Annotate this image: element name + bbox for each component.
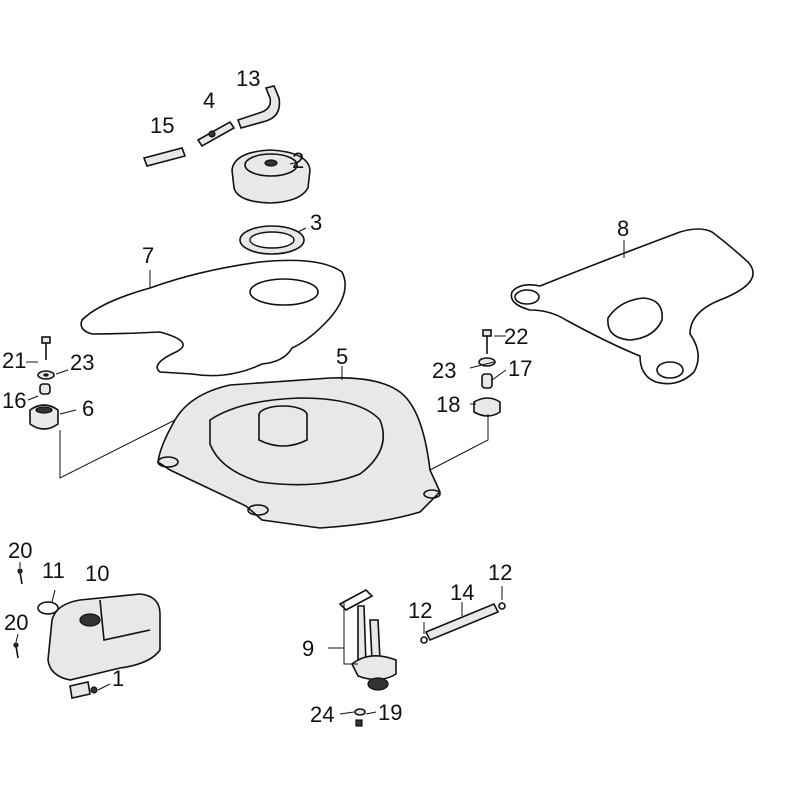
part-3-gasket-ring bbox=[239, 225, 307, 255]
callout-22: 22 bbox=[504, 324, 528, 349]
callout-12-left: 12 bbox=[408, 598, 432, 623]
callout-6: 6 bbox=[82, 396, 94, 421]
callout-16: 16 bbox=[2, 388, 26, 413]
callout-3: 3 bbox=[310, 210, 322, 235]
part-11-clamp bbox=[37, 589, 59, 615]
left-mounting-hardware bbox=[26, 336, 176, 479]
part-9-fuel-valve bbox=[328, 589, 397, 691]
callout-21: 21 bbox=[2, 348, 26, 373]
callout-20-top: 20 bbox=[8, 538, 32, 563]
callout-13: 13 bbox=[236, 66, 260, 91]
callout-5: 5 bbox=[336, 344, 348, 369]
callout-23-right: 23 bbox=[432, 358, 456, 383]
callout-7: 7 bbox=[142, 243, 154, 268]
part-7-gasket bbox=[80, 259, 346, 377]
part-15-tube bbox=[142, 147, 187, 167]
part-5-fuel-tank bbox=[157, 366, 441, 529]
callout-20-bottom: 20 bbox=[4, 610, 28, 635]
callout-10: 10 bbox=[85, 561, 109, 586]
part-20-screws bbox=[13, 562, 23, 659]
part-8-gasket bbox=[510, 228, 754, 385]
callout-4: 4 bbox=[203, 88, 215, 113]
right-mounting-hardware bbox=[429, 329, 507, 471]
callout-8: 8 bbox=[617, 216, 629, 241]
callout-24: 24 bbox=[310, 702, 334, 727]
callout-23-left: 23 bbox=[70, 350, 94, 375]
part-2-fuel-cap bbox=[231, 149, 311, 204]
callout-11: 11 bbox=[42, 558, 65, 583]
part-13-elbow-hose bbox=[236, 85, 281, 129]
callout-9: 9 bbox=[302, 636, 314, 661]
callout-2: 2 bbox=[292, 148, 304, 173]
part-10-reservoir bbox=[47, 593, 161, 699]
callout-18: 18 bbox=[436, 392, 460, 417]
callout-12-right: 12 bbox=[488, 560, 512, 585]
callout-1: 1 bbox=[112, 666, 124, 691]
part-14-hose bbox=[420, 586, 506, 644]
part-24-19-washer-screw bbox=[339, 708, 377, 727]
part-4-fitting bbox=[196, 120, 236, 148]
callout-19: 19 bbox=[378, 700, 402, 725]
callout-17: 17 bbox=[508, 356, 532, 381]
callout-14: 14 bbox=[450, 580, 474, 605]
callout-15: 15 bbox=[150, 113, 174, 138]
